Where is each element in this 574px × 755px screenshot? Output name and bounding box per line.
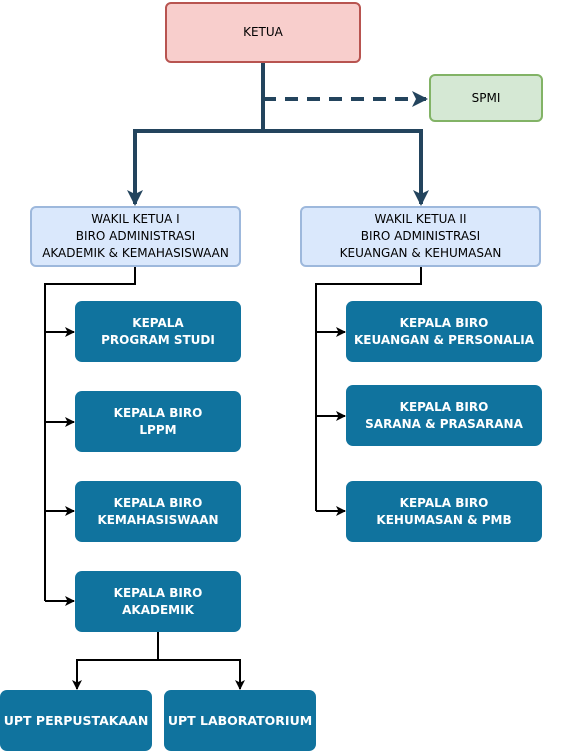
- kepala-biro-akademik-node[interactable]: KEPALA BIRO AKADEMIK: [75, 571, 241, 632]
- unit-line-2: PROGRAM STUDI: [101, 332, 215, 347]
- unit-line-2: KEHUMASAN & PMB: [376, 512, 512, 527]
- wakil2-line-1: WAKIL KETUA II: [374, 212, 467, 226]
- unit-line-1: KEPALA BIRO: [399, 315, 489, 330]
- unit-line-1: KEPALA BIRO: [113, 495, 203, 510]
- spmi-label: SPMI: [471, 90, 501, 105]
- unit-line-2: SARANA & PRASARANA: [365, 416, 523, 431]
- upt-laboratorium-label: UPT LABORATORIUM: [167, 713, 313, 728]
- wakil-ketua-2-node[interactable]: WAKIL KETUA II BIRO ADMINISTRASI KEUANGA…: [300, 206, 541, 267]
- kepala-biro-kemahasiswaan-node[interactable]: KEPALA BIRO KEMAHASISWAAN: [75, 481, 241, 542]
- upt-laboratorium-node[interactable]: UPT LABORATORIUM: [164, 690, 316, 751]
- upt-perpustakaan-label: UPT PERPUSTAKAAN: [3, 713, 149, 728]
- unit-line-1: KEPALA BIRO: [113, 405, 203, 420]
- wakil2-branch-line: [315, 267, 422, 511]
- kepala-biro-lppm-node[interactable]: KEPALA BIRO LPPM: [75, 391, 241, 452]
- kepala-program-studi-node[interactable]: KEPALA PROGRAM STUDI: [75, 301, 241, 362]
- wakil1-line-3: AKADEMIK & KEMAHASISWAAN: [42, 246, 229, 260]
- wakil1-branch-line: [44, 267, 136, 601]
- unit-line-2: LPPM: [139, 422, 177, 437]
- unit-line-2: AKADEMIK: [122, 602, 194, 617]
- unit-line-2: KEUANGAN & PERSONALIA: [353, 332, 534, 347]
- wakil-ketua-1-node[interactable]: WAKIL KETUA I BIRO ADMINISTRASI AKADEMIK…: [30, 206, 241, 267]
- unit-line-1: KEPALA BIRO: [399, 495, 489, 510]
- kepala-biro-keuangan-node[interactable]: KEPALA BIRO KEUANGAN & PERSONALIA: [346, 301, 542, 362]
- wakil1-line-2: BIRO ADMINISTRASI: [75, 229, 196, 243]
- wakil2-line-2: BIRO ADMINISTRASI: [360, 229, 481, 243]
- ketua-node[interactable]: KETUA: [165, 2, 361, 63]
- ketua-label: KETUA: [243, 25, 283, 39]
- unit-line-1: KEPALA: [132, 315, 184, 330]
- ketua-to-wakil1-connector: [127, 129, 263, 206]
- ketua-to-wakil2-connector: [263, 129, 429, 206]
- spmi-node[interactable]: SPMI: [429, 74, 543, 122]
- upt-perpustakaan-node[interactable]: UPT PERPUSTAKAAN: [0, 690, 152, 751]
- akademik-to-upt-lab-line: [158, 659, 245, 690]
- unit-line-1: KEPALA BIRO: [113, 585, 203, 600]
- wakil1-line-1: WAKIL KETUA I: [91, 212, 180, 226]
- unit-line-2: KEMAHASISWAAN: [97, 512, 219, 527]
- wakil2-line-3: KEUANGAN & KEHUMASAN: [339, 246, 502, 260]
- kepala-biro-sarana-node[interactable]: KEPALA BIRO SARANA & PRASARANA: [346, 385, 542, 446]
- unit-line-1: KEPALA BIRO: [399, 399, 489, 414]
- kepala-biro-kehumasan-node[interactable]: KEPALA BIRO KEHUMASAN & PMB: [346, 481, 542, 542]
- akademik-to-upt-line: [72, 631, 159, 690]
